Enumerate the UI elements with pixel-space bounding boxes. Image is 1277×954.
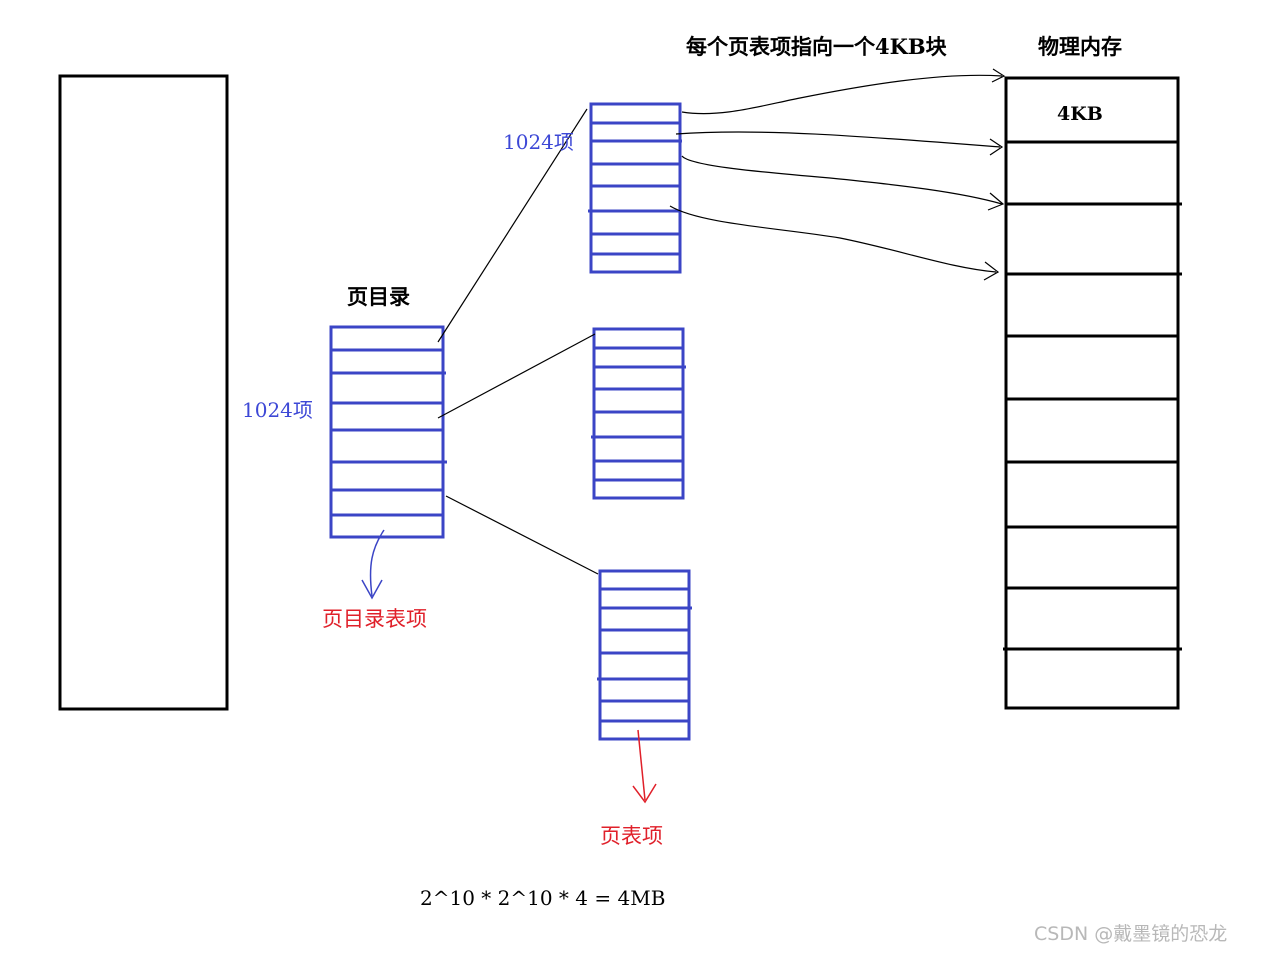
pd-to-pt-lines	[437, 108, 599, 575]
page-directory-table	[329, 325, 447, 539]
page-table-1	[588, 102, 682, 274]
pde-arrow	[361, 529, 385, 600]
physical-memory-table	[1003, 76, 1182, 710]
pde-label: 页目录表项	[322, 607, 427, 631]
pd-entries-count-label: 1024项	[242, 398, 313, 422]
physical-memory-label: 物理内存	[1038, 34, 1122, 59]
formula-label: 2^10 * 2^10 * 4 = 4MB	[420, 886, 665, 910]
pte-arrow	[632, 729, 657, 804]
address-space-box	[58, 74, 229, 711]
pte-label: 页表项	[600, 824, 663, 848]
pte-points-label: 每个页表项指向一个4KB块	[686, 34, 948, 59]
pte-to-memory-arrows	[669, 68, 1006, 281]
page-table-3	[597, 569, 692, 741]
pt-entries-count-label: 1024项	[503, 130, 574, 154]
watermark: CSDN @戴墨镜的恐龙	[1034, 923, 1227, 945]
page-table-2	[591, 327, 686, 500]
page-directory-label: 页目录	[347, 284, 410, 309]
block-4kb-label: 4KB	[1057, 103, 1103, 125]
